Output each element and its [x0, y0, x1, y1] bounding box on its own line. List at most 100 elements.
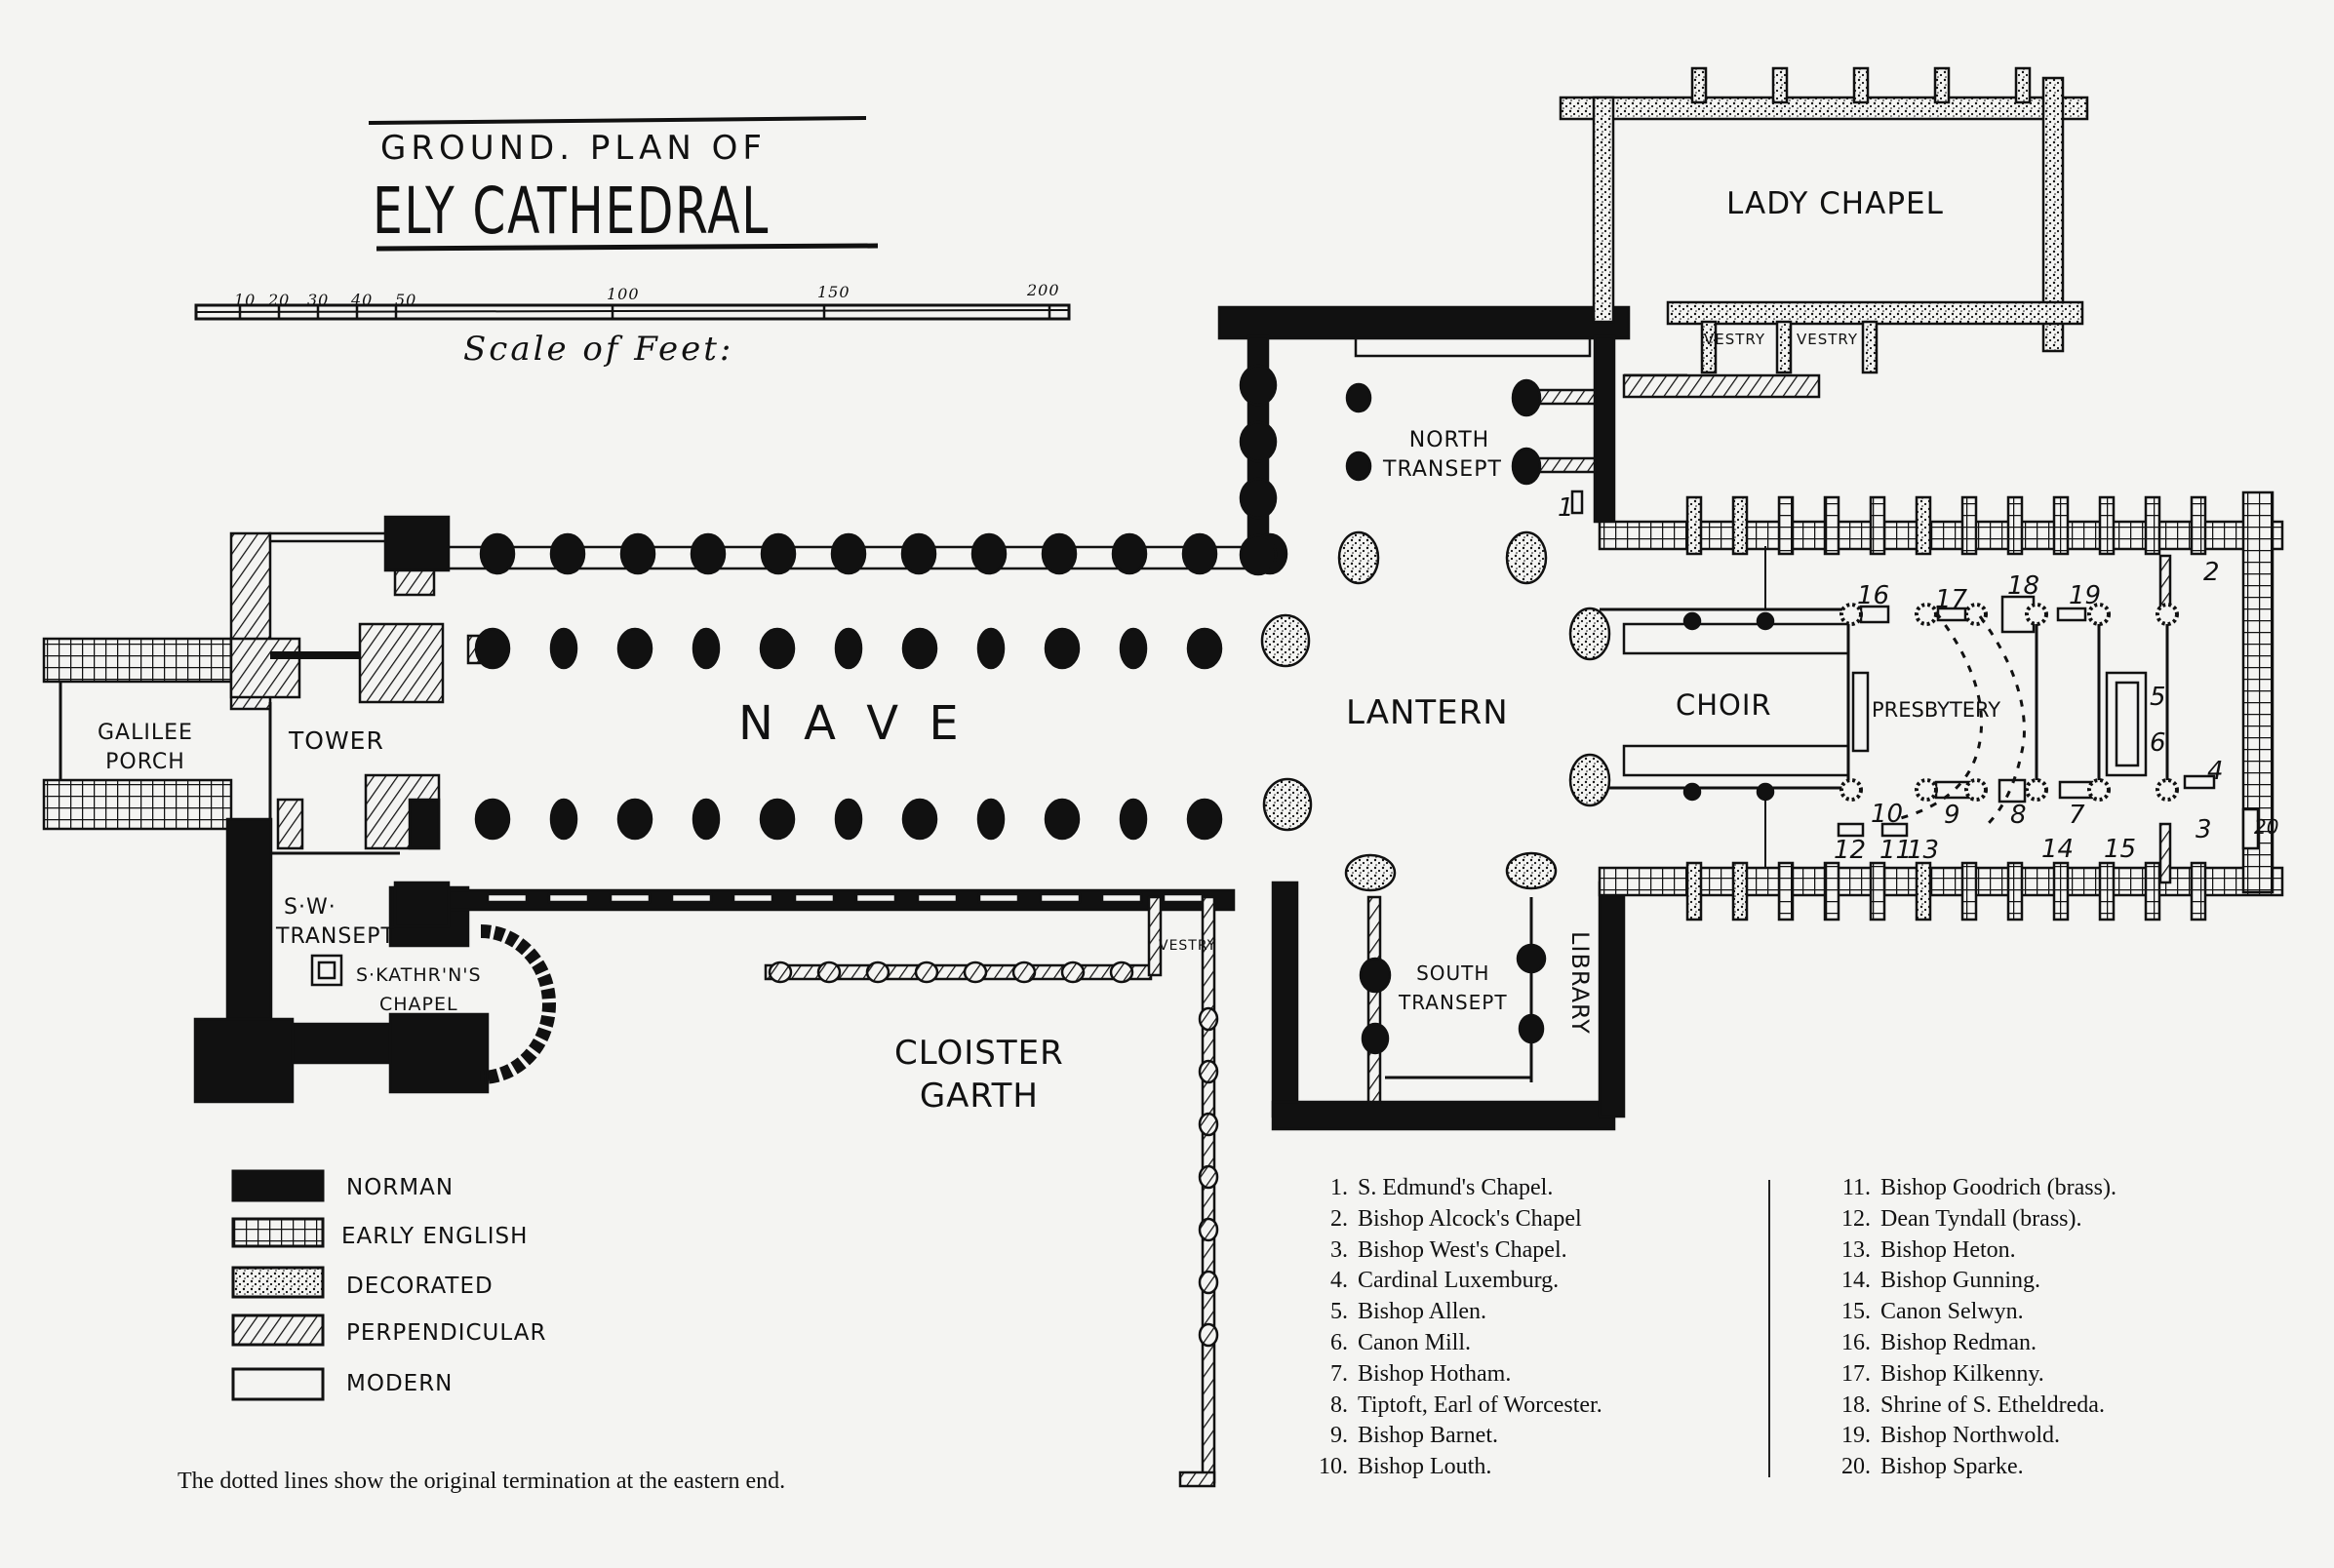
nave-south-wall-window — [609, 892, 652, 904]
nave-arcade-pier-north — [834, 627, 863, 670]
key-item-number: 16. — [1841, 1329, 1871, 1355]
title-rule-bottom — [376, 243, 879, 252]
legend-label-early-english: EARLY ENGLISH — [341, 1224, 529, 1249]
plan-marker-7: 7 — [2069, 801, 2085, 830]
plan-marker-11: 11 — [1879, 836, 1913, 865]
key-item-number: 2. — [1330, 1205, 1348, 1232]
vestry-passage-wall — [1622, 373, 1821, 399]
key-item-name: Bishop Hotham. — [1358, 1360, 1512, 1387]
choir-south-buttress — [1731, 861, 1749, 921]
tomb-4 — [2183, 774, 2216, 790]
key-item-number: 15. — [1841, 1299, 1871, 1325]
nave-north-aisle-respond — [1041, 532, 1078, 575]
key-item-name: Bishop Louth. — [1358, 1454, 1492, 1480]
key-item: 14.Bishop Gunning. — [1820, 1266, 2116, 1297]
nave-south-wall-window — [547, 892, 590, 904]
key-item-number: 14. — [1841, 1268, 1871, 1294]
south-transept-pier — [1359, 957, 1392, 994]
key-item-name: Bishop Goodrich (brass). — [1880, 1175, 2116, 1200]
room-label-line: PORCH — [105, 750, 185, 774]
key-item: 6.Canon Mill. — [1297, 1328, 1602, 1359]
key-item-name: Dean Tyndall (brass). — [1880, 1205, 2082, 1232]
key-divider — [1768, 1180, 1770, 1477]
south-transept-aisle-arcade — [1366, 895, 1382, 1104]
key-list-right: 11.Bishop Goodrich (brass).12.Dean Tynda… — [1820, 1173, 2116, 1483]
choir-north-buttress — [1823, 495, 1840, 556]
key-item: 18.Shrine of S. Etheldreda. — [1820, 1391, 2116, 1422]
nave-south-wall-window — [670, 892, 713, 904]
key-item: 5. Bishop Allen. — [1297, 1297, 1602, 1328]
room-label-vestry: VESTRY — [1704, 331, 1766, 348]
plan-marker-1: 1 — [1558, 493, 1574, 523]
choir-pier — [1756, 782, 1775, 802]
cloister-buttress — [1198, 1112, 1219, 1137]
nave-north-aisle-respond — [1111, 532, 1148, 575]
legend-swatch-decorated — [231, 1266, 325, 1299]
plan-marker-17: 17 — [1935, 585, 1968, 614]
key-item-number: 17. — [1841, 1360, 1871, 1387]
choir-north-buttress — [2098, 495, 2116, 556]
north-transept-screen — [1534, 388, 1597, 406]
cloister-buttress — [1198, 1059, 1219, 1084]
room-label-s-kathrns-chapel: S·KATHR'N'S CHAPEL — [356, 960, 482, 1019]
nave-arcade-pier-south — [549, 798, 578, 841]
presbytery-pier — [2087, 603, 2111, 626]
choir-north-buttress — [2144, 495, 2161, 556]
room-label-sw-transept: S·W· TRANSEPT — [276, 893, 395, 952]
cloister-vestry-west — [1147, 895, 1163, 977]
sw-turret-2 — [388, 1012, 490, 1094]
nave-arcade-pier-south — [616, 798, 653, 841]
choir-south-buttress — [1685, 861, 1703, 921]
room-label-line: CLOISTER — [894, 1034, 1064, 1073]
legend-label-norman: NORMAN — [346, 1175, 455, 1200]
key-item: 8.Tiptoft, Earl of Worcester. — [1297, 1391, 1602, 1422]
choir-north-buttress — [1915, 495, 1932, 556]
north-transept-screen — [1534, 456, 1597, 474]
key-item-number: 5. — [1330, 1299, 1348, 1325]
presbytery-pier — [2156, 603, 2179, 626]
choir-north-buttress — [2190, 495, 2207, 556]
key-item-name: Shrine of S. Etheldreda. — [1880, 1392, 2105, 1418]
key-item: 1.S. Edmund's Chapel. — [1297, 1173, 1602, 1204]
legend-swatch-perpendicular — [231, 1313, 325, 1347]
lady-chapel-west-wall — [1592, 96, 1615, 324]
north-transept-respond — [1239, 364, 1278, 407]
key-item-name: Bishop Northwold. — [1880, 1423, 2061, 1449]
legend-swatch-modern — [231, 1367, 325, 1401]
high-altar — [2115, 681, 2140, 767]
choir-pier — [1756, 611, 1775, 631]
room-label-vestry: VESTRY — [1797, 331, 1859, 348]
cloister-buttress — [1198, 1006, 1219, 1032]
scale-tick-label: 200 — [1027, 281, 1060, 299]
key-item: 11.Bishop Goodrich (brass). — [1820, 1173, 2116, 1204]
room-label-line: GALILEE — [98, 721, 193, 745]
nave-south-wall-window — [916, 892, 959, 904]
nave-arcade-pier-north — [1044, 627, 1081, 670]
west-chapel-screen — [2158, 822, 2172, 884]
lady-chapel-buttress — [1933, 66, 1951, 104]
choir-north-buttress — [1869, 495, 1886, 556]
choir-west-pier — [1568, 753, 1611, 807]
key-item-name: S. Edmund's Chapel. — [1358, 1175, 1554, 1200]
presbytery-pier — [2025, 603, 2048, 626]
nave-south-wall-window — [977, 892, 1020, 904]
key-item-name: Canon Mill. — [1358, 1329, 1472, 1355]
room-label-south-transept: SOUTH TRANSEPT — [1399, 959, 1508, 1017]
lady-chapel-buttress — [2014, 66, 2032, 104]
nave-south-wall-window — [732, 892, 774, 904]
north-transept-pier — [1345, 451, 1372, 482]
room-label-line: TRANSEPT — [1383, 457, 1502, 482]
key-item-name: Bishop Allen. — [1358, 1299, 1487, 1325]
nave-arcade-pier-north — [474, 627, 511, 670]
north-transept-gallery — [1354, 336, 1592, 358]
key-item-name: Tiptoft, Earl of Worcester. — [1358, 1392, 1602, 1418]
nave-north-aisle-respond — [690, 532, 727, 575]
choir-north-buttress — [2006, 495, 2024, 556]
tower-north-wall — [268, 531, 389, 543]
north-transept-pier — [1345, 382, 1372, 413]
key-item-number: 13. — [1841, 1236, 1871, 1263]
plan-marker-6: 6 — [2150, 728, 2166, 758]
font-inner — [317, 960, 336, 980]
key-item-name: Bishop Barnet. — [1358, 1423, 1498, 1449]
choir-north-buttress — [1777, 495, 1795, 556]
